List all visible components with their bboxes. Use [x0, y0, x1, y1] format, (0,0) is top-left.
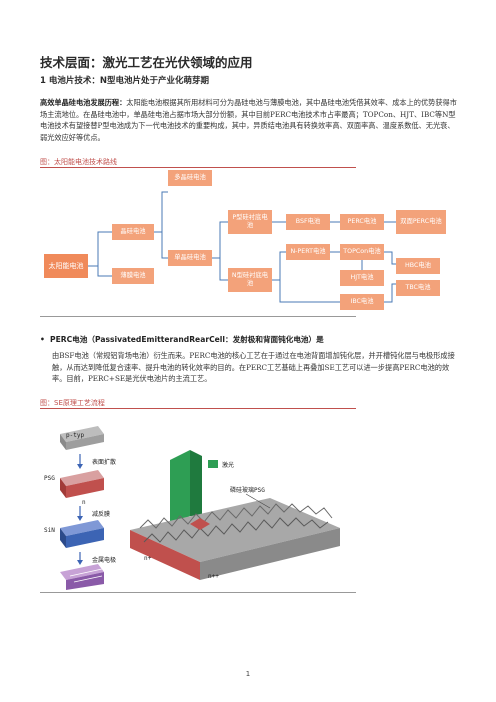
- connector-mono-p: [212, 221, 228, 259]
- textured-wafer: [130, 498, 340, 580]
- node-bsf-cell: BSF电池: [286, 214, 330, 230]
- laser-doped-region: [190, 518, 210, 530]
- label-antireflection: 减反膜: [92, 510, 110, 518]
- label-psg: PSG: [44, 475, 55, 482]
- label-n-plus-plus: n++: [208, 573, 219, 580]
- page-title: 技术层面：激光工艺在光伏领域的应用: [40, 55, 253, 70]
- tech-route-diagram: 太阳能电池 晶硅电池 薄膜电池 多晶硅电池 单晶硅电池 P型硅衬底电池 N型硅衬…: [40, 170, 460, 310]
- connector-n-npert: [272, 251, 286, 281]
- connector-root-thin: [97, 266, 112, 277]
- connector-topcon-hbc: [384, 251, 396, 265]
- node-crystalline-cell: 晶硅电池: [112, 224, 154, 240]
- node-bifacial-perc-cell: 双面PERC电池: [396, 210, 446, 234]
- intro-lead: 高效单晶硅电池发展历程：: [40, 98, 127, 107]
- label-n-plus: n+: [144, 555, 152, 562]
- connector-root-crystal: [88, 231, 112, 267]
- figure2-top-rule: [40, 408, 356, 409]
- label-metal-electrode: 金属电极: [92, 556, 116, 564]
- section-subheading: 1 电池片技术：N型电池片处于产业化萌芽期: [40, 76, 209, 86]
- figure2-bottom-rule: [40, 592, 356, 593]
- connector-n-ibc: [279, 280, 340, 303]
- laser-legend-swatch: [208, 460, 218, 468]
- label-psg-region: 磷硅玻璃PSG: [230, 486, 265, 494]
- figure1-label: 图：太阳能电池技术路线: [40, 158, 117, 166]
- node-monocrystalline-cell: 单晶硅电池: [168, 250, 212, 266]
- connector-crystal-multi: [154, 191, 168, 233]
- label-sin: SiN: [44, 527, 55, 534]
- perc-bullet-title: • PERC电池（PassivatedEmitterandRearCell：发射极…: [40, 334, 324, 345]
- laser-beam: [170, 450, 202, 526]
- label-surface-diffusion: 表面扩散: [92, 458, 116, 466]
- node-tbc-cell: TBC电池: [396, 280, 440, 296]
- intro-paragraph: 高效单晶硅电池发展历程：太阳能电池根据其所用材料可分为晶硅电池与薄膜电池，其中晶…: [40, 97, 460, 143]
- connector-crystal-mono: [161, 232, 168, 259]
- figure1-bottom-rule: [40, 316, 356, 317]
- node-n-type-substrate: N型硅衬底电池: [228, 268, 272, 292]
- bullet-title-text: PERC电池（PassivatedEmitterandRearCell：发射极和…: [50, 335, 324, 344]
- node-thin-film-cell: 薄膜电池: [112, 268, 154, 284]
- label-laser: 激光: [222, 461, 234, 469]
- intro-body: 太阳能电池根据其所用材料可分为晶硅电池与薄膜电池，其中晶硅电池凭借其效率、成本上…: [40, 98, 457, 142]
- bullet-dot-icon: •: [40, 335, 45, 344]
- node-topcon-cell: TOPCon电池: [340, 244, 384, 260]
- node-solar-cell: 太阳能电池: [44, 254, 88, 278]
- tech-route-connectors: [88, 191, 396, 303]
- step-sin-layer: [60, 520, 104, 548]
- figure2-label: 图：SE原理工艺流程: [40, 399, 105, 407]
- step-p-type-wafer: [60, 426, 104, 450]
- node-multicrystalline-cell: 多晶硅电池: [168, 170, 212, 186]
- step-psg-layer: [60, 470, 104, 498]
- page-number: 1: [245, 670, 251, 678]
- node-npert-cell: N-PERT电池: [286, 244, 330, 260]
- node-hjt-cell: HJT电池: [340, 270, 384, 286]
- connector-ibc-tbc: [384, 283, 396, 303]
- label-n-step2: n: [82, 499, 86, 506]
- node-p-type-substrate: P型硅衬底电池: [228, 210, 272, 234]
- label-p-type: p-typ: [66, 432, 84, 439]
- node-ibc-cell: IBC电池: [340, 294, 384, 310]
- se-process-diagram: p-typ 表面扩散 PSG n 减反膜 SiN 金属电极: [44, 426, 340, 590]
- node-hbc-cell: HBC电池: [396, 258, 440, 274]
- node-perc-cell: PERC电池: [340, 214, 384, 230]
- connector-mono-n: [219, 258, 228, 281]
- figure1-top-rule: [40, 167, 356, 168]
- perc-paragraph: 由BSF电池（常规铝背场电池）衍生而来。PERC电池的核心工艺在于通过在电池背面…: [52, 351, 455, 383]
- step-metal-electrode: [60, 564, 104, 590]
